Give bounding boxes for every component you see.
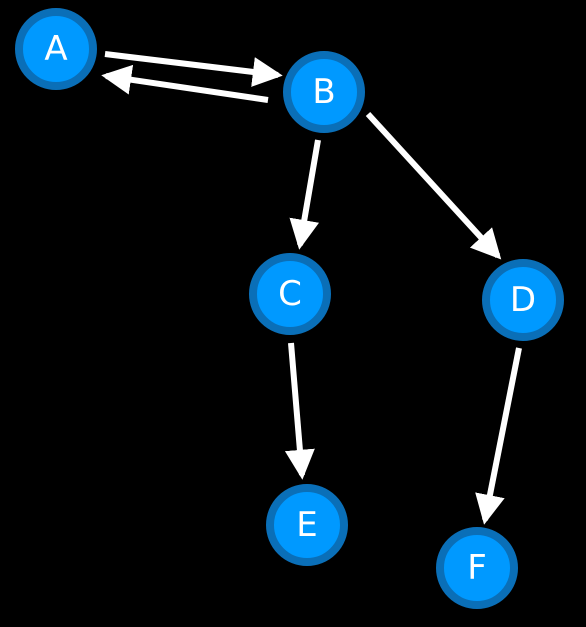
- node-b-circle: [283, 51, 365, 133]
- nodes-layer: A B C D E F: [15, 8, 564, 609]
- edge-b-to-a: [101, 64, 269, 103]
- edge-b-to-d: [365, 111, 502, 260]
- node-a-label: A: [44, 29, 67, 69]
- node-d-label: D: [510, 280, 536, 320]
- node-c: C: [249, 253, 331, 335]
- node-f: F: [436, 527, 518, 609]
- node-f-circle: [436, 527, 518, 609]
- edge-a-to-b: [104, 51, 283, 87]
- edge-b-to-c: [289, 139, 321, 250]
- node-c-circle: [249, 253, 331, 335]
- node-d-circle: [482, 259, 564, 341]
- node-d: D: [482, 259, 564, 341]
- node-e-circle: [266, 484, 348, 566]
- node-c-label: C: [278, 274, 302, 314]
- node-f-label: F: [467, 548, 487, 588]
- node-b: B: [283, 51, 365, 133]
- edge-c-to-e: [284, 342, 315, 480]
- node-e-label: E: [296, 505, 317, 545]
- node-a-circle: [15, 8, 97, 90]
- edge-d-to-f: [475, 347, 522, 525]
- node-b-label: B: [312, 72, 335, 112]
- node-a: A: [15, 8, 97, 90]
- node-e: E: [266, 484, 348, 566]
- edges-layer: [101, 51, 522, 525]
